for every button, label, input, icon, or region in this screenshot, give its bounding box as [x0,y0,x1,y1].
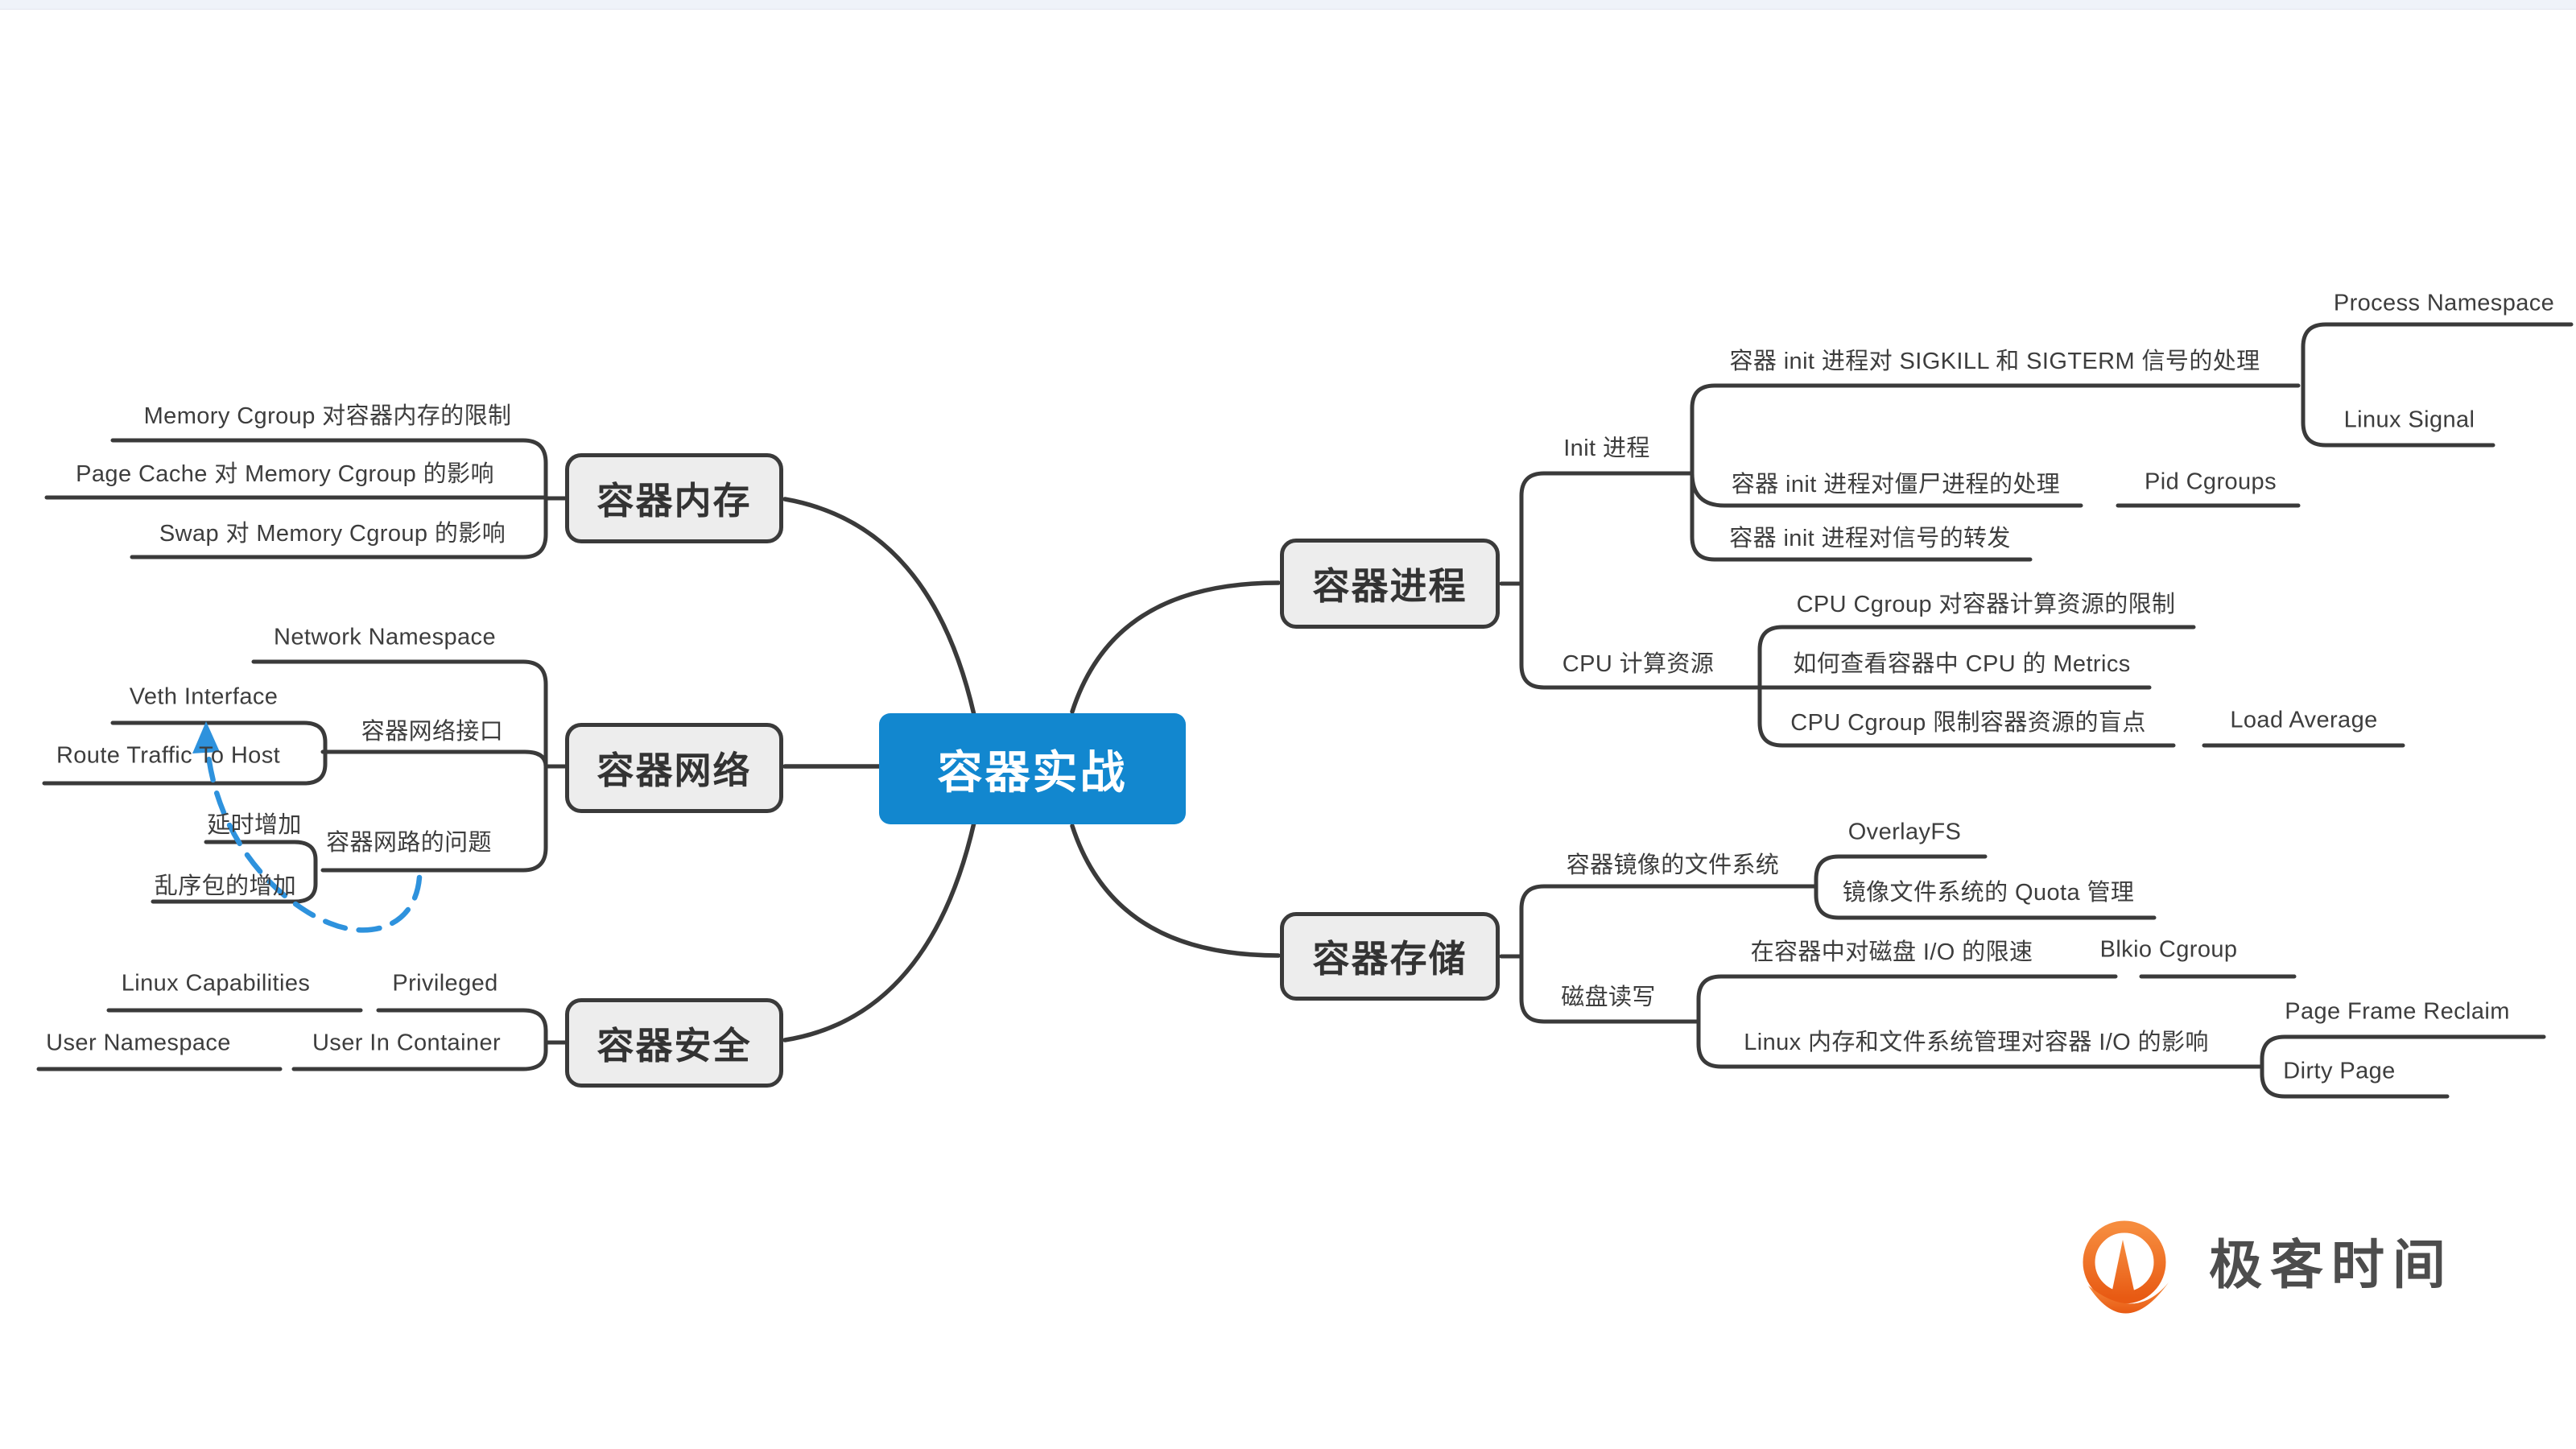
topic-linux-mem-fs-io-impact: Linux 内存和文件系统管理对容器 I/O 的影响 [1744,1030,2209,1055]
topic-cpu-resource: CPU 计算资源 [1562,651,1715,677]
edge-root-process [1070,580,1281,714]
topic-route-traffic-to-host: Route Traffic To Host [56,742,281,769]
topic-network-problems: 容器网路的问题 [326,830,492,856]
topic-network-namespace: Network Namespace [274,624,496,650]
topic-overlayfs: OverlayFS [1847,819,1962,845]
topic-blkio-cgroup: Blkio Cgroup [2099,936,2238,963]
topic-user-namespace: User Namespace [46,1030,231,1056]
topic-delay-increase: 延时增加 [207,812,302,838]
relation-arrow-curve [204,747,423,933]
topic-memory-limit: Memory Cgroup 对容器内存的限制 [143,403,512,429]
topic-out-of-order-packets: 乱序包的增加 [154,873,297,899]
topic-cpu-cgroup-blindspot: CPU Cgroup 限制容器资源的盲点 [1790,710,2146,736]
topic-init-sigkill-sigterm: 容器 init 进程对 SIGKILL 和 SIGTERM 信号的处理 [1729,349,2260,374]
branch-node-process: 容器进程 [1280,539,1500,629]
topic-linux-capabilities: Linux Capabilities [121,970,311,997]
topic-memory-pagecache: Page Cache 对 Memory Cgroup 的影响 [76,461,494,487]
branch-node-memory: 容器内存 [565,453,783,543]
topic-network-interface: 容器网络接口 [361,719,504,745]
geektime-logo-icon [2083,1220,2169,1314]
geektime-logo-text: 极客时间 [2209,1235,2454,1294]
topic-cpu-metrics: 如何查看容器中 CPU 的 Metrics [1793,651,2131,677]
edge-root-security [782,820,976,1042]
topic-linux-signal: Linux Signal [2343,407,2475,433]
branch-node-storage: 容器存储 [1280,912,1500,1001]
topic-dirty-page: Dirty Page [2283,1058,2396,1084]
topic-load-average: Load Average [2230,707,2378,733]
topic-privileged: Privileged [392,970,498,997]
topic-veth-interface: Veth Interface [129,683,279,710]
topic-user-in-container: User In Container [312,1030,502,1056]
relation-arrow-head [192,721,220,753]
branch-node-security: 容器安全 [565,998,783,1088]
topic-pid-cgroups: Pid Cgroups [2145,469,2277,495]
topic-init-process: Init 进程 [1563,436,1650,461]
topic-quota-management: 镜像文件系统的 Quota 管理 [1842,880,2135,906]
topic-process-namespace: Process Namespace [2333,290,2555,316]
topic-init-zombie: 容器 init 进程对僵尸进程的处理 [1731,472,2061,497]
root-topic: 容器实战 [879,713,1186,824]
branch-node-network: 容器网络 [565,723,783,813]
top-window-strip [0,0,2576,10]
topic-init-signal-forward: 容器 init 进程对信号的转发 [1729,526,2011,551]
topic-image-filesystem: 容器镜像的文件系统 [1566,852,1780,878]
topic-disk-read-write: 磁盘读写 [1561,985,1656,1010]
topic-cpu-cgroup-limit: CPU Cgroup 对容器计算资源的限制 [1796,592,2176,617]
topic-memory-swap: Swap 对 Memory Cgroup 的影响 [159,521,506,547]
topic-page-frame-reclaim: Page Frame Reclaim [2285,998,2510,1025]
topic-disk-io-throttle: 在容器中对磁盘 I/O 的限速 [1750,939,2033,965]
edge-root-memory [782,497,976,717]
edge-root-storage [1070,824,1281,958]
